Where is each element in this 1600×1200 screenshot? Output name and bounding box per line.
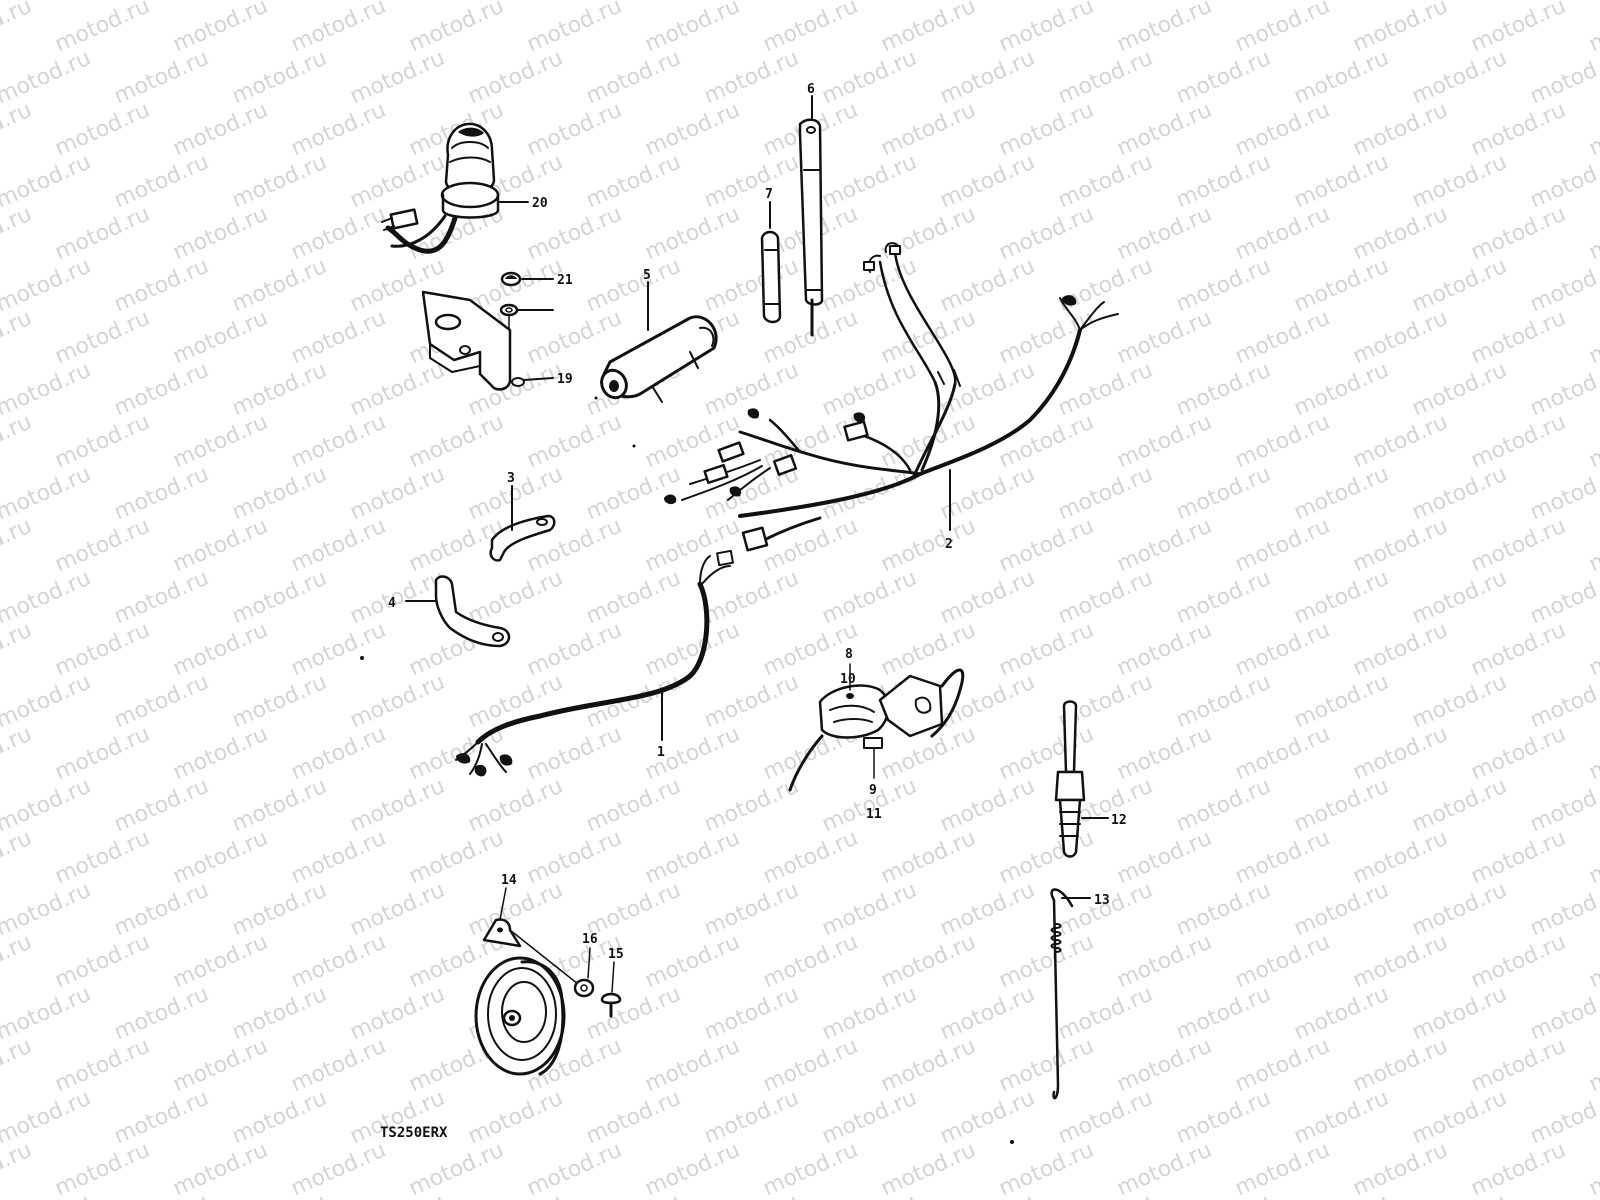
callout-20: 21 — [557, 273, 573, 288]
callout-3: 3 — [507, 471, 515, 486]
callout-16: 16 — [582, 932, 598, 947]
callout-7: 7 — [765, 187, 773, 202]
scan-specks — [360, 396, 1014, 1144]
tail-wiring-harness-drawing — [455, 549, 734, 777]
regulator-rectifier-drawing — [788, 663, 965, 792]
clamp-large-drawing — [405, 575, 511, 648]
bracket-drawing — [421, 290, 554, 391]
main-wiring-harness-drawing — [664, 242, 1119, 552]
callout-1: 1 — [657, 745, 665, 760]
callout-12: 12 — [1111, 813, 1127, 828]
strap-long-drawing — [798, 95, 824, 337]
callout-14: 14 — [501, 873, 517, 888]
callout-2: 2 — [945, 537, 953, 552]
callout-11: 11 — [866, 807, 882, 822]
ignition-coil-drawing — [600, 281, 718, 403]
spring-hook-drawing — [1050, 888, 1091, 1100]
callout-19: 19 — [557, 372, 573, 387]
model-code: TS250ERX — [380, 1125, 448, 1141]
callout-6: 6 — [807, 82, 815, 97]
callout-4: 4 — [388, 596, 396, 611]
callout-9: 9 — [869, 783, 877, 798]
spark-plug-cap-drawing — [1054, 700, 1109, 858]
strap-short-drawing — [760, 201, 782, 324]
callout-13: 13 — [1094, 893, 1110, 908]
callout-5: 5 — [643, 268, 651, 283]
clamp-small-drawing — [489, 485, 556, 562]
nut-washer-drawing — [499, 271, 554, 337]
horn-drawing — [474, 887, 622, 1076]
ignition-switch-drawing — [381, 122, 529, 254]
callout-8: 8 — [845, 647, 853, 662]
callout-1718: 20 — [532, 196, 548, 211]
callout-15: 15 — [608, 947, 624, 962]
callout-10: 10 — [840, 672, 856, 687]
